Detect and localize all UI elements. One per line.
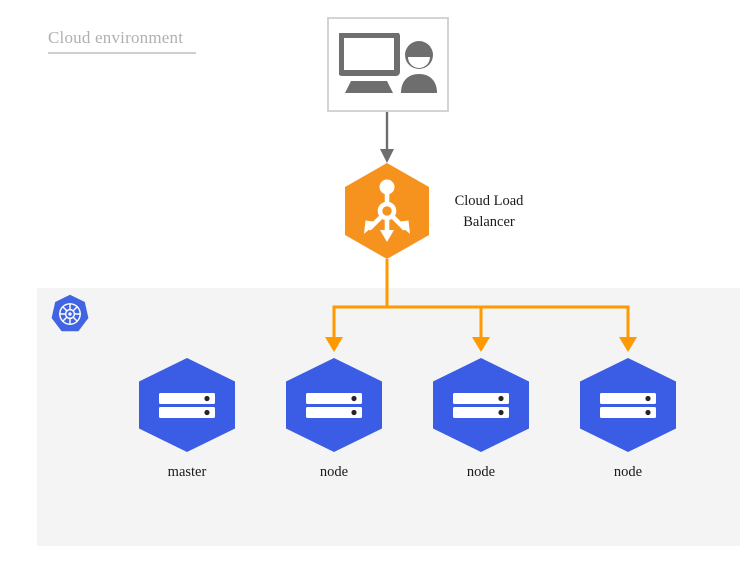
load-balancer-node[interactable] <box>345 163 429 259</box>
cluster-node-3[interactable]: node <box>580 358 676 488</box>
cluster-node-label: node <box>613 464 643 480</box>
cluster-node-label: node <box>319 464 349 480</box>
server-hexagon <box>580 358 676 452</box>
cluster-node-2[interactable]: node <box>433 358 529 488</box>
cluster-node-master[interactable]: master <box>139 358 235 488</box>
server-hexagon <box>139 358 235 452</box>
server-rack-icon <box>600 393 656 418</box>
cluster-node-label: master <box>167 464 207 480</box>
server-rack-icon <box>159 393 215 418</box>
cluster-node-1[interactable]: node <box>286 358 382 488</box>
load-balancer-label-line2: Balancer <box>463 214 515 230</box>
server-rack-icon <box>306 393 362 418</box>
load-balancer-icon <box>364 179 410 242</box>
load-balancer-label-line1: Cloud Load <box>454 193 524 209</box>
server-hexagon <box>286 358 382 452</box>
server-hexagon <box>433 358 529 452</box>
server-rack-icon <box>453 393 509 418</box>
kubernetes-logo-icon <box>50 294 90 334</box>
load-balancer-label: Cloud Load Balancer <box>437 191 541 233</box>
page-title: Cloud environment <box>48 28 184 47</box>
desktop-user-icon <box>338 32 439 97</box>
cluster-node-label: node <box>466 464 496 480</box>
title-underline <box>48 52 196 54</box>
client-node[interactable] <box>327 17 449 112</box>
